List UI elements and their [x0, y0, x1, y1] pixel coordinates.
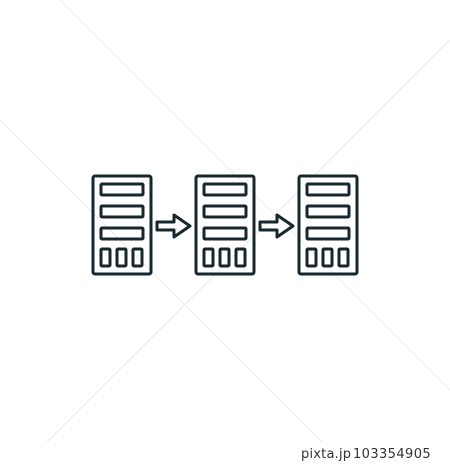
right-arrow-icon-2	[258, 213, 295, 239]
watermark-footer: pixta.jp 103354905	[0, 442, 450, 469]
right-arrow-icon-1	[155, 213, 192, 239]
server-rack-icon-3	[297, 174, 359, 276]
server-rack-icon-1	[91, 174, 153, 276]
server-rack-icon-2	[194, 174, 256, 276]
server-data-transfer-icon	[91, 174, 359, 276]
watermark-brand: pixta.jp	[301, 447, 352, 462]
watermark-id: 103354905	[353, 447, 432, 462]
